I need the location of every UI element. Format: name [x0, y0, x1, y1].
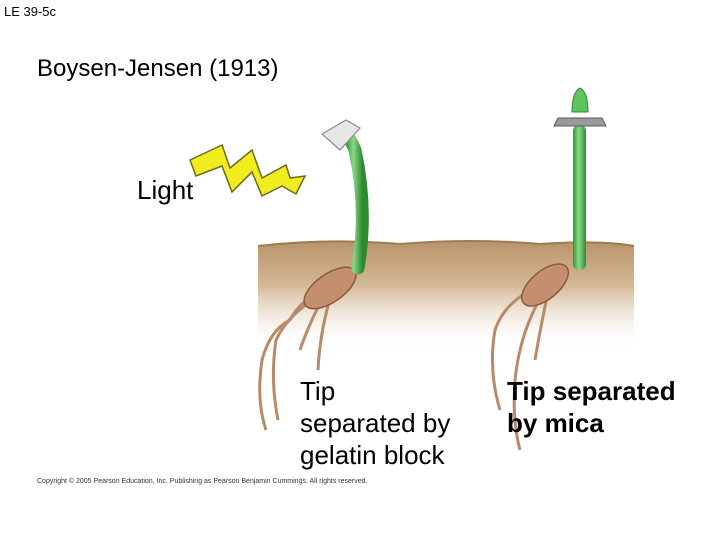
mica-label-line: Tip separated: [507, 376, 676, 406]
light-label: Light: [137, 175, 194, 205]
mica-label-line: by mica: [507, 408, 604, 438]
gelatin-label-line: gelatin block: [300, 440, 445, 470]
soil-surface: [257, 240, 635, 247]
mica-plate: [553, 117, 607, 127]
gelatin-label: Tip separated by gelatin block: [300, 375, 500, 471]
gelatin-label-line: separated by: [300, 408, 451, 438]
slide-id: LE 39-5c: [4, 4, 57, 19]
mica-label: Tip separated by mica: [507, 375, 717, 439]
gelatin-label-line: Tip: [300, 376, 336, 406]
shoot-right: [573, 125, 586, 270]
light-bolt-icon: [189, 143, 307, 198]
tip-right: [571, 87, 589, 113]
gelatin-block: [320, 119, 361, 151]
copyright-notice: Copyright © 2005 Pearson Education, Inc.…: [37, 478, 368, 485]
page-title: Boysen-Jensen (1913): [37, 55, 279, 82]
seed-right: [520, 263, 570, 307]
